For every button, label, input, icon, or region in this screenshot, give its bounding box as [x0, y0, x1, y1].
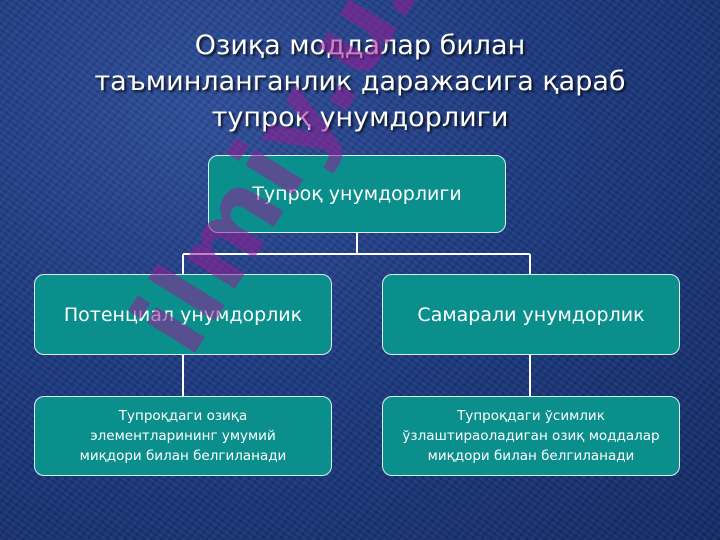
node-soil-fertility-label: Тупроқ унумдорлиги	[252, 183, 462, 205]
node-potential-fertility: Потенциал унумдорлик	[34, 274, 332, 355]
effective-desc-line-3: миқдори билан белгиланади	[427, 448, 635, 464]
effective-desc-line-2: ўзлаштираоладиган озиқ моддалар	[402, 428, 660, 444]
slide-title-line-1: Озиқа моддалар билан	[194, 30, 526, 61]
slide-title-line-3: тупроқ унумдорлиги	[211, 102, 509, 133]
potential-desc-line-1: Тупроқдаги озиқа	[118, 408, 248, 424]
potential-desc-line-3: миқдори билан белгиланади	[79, 448, 287, 464]
effective-desc-line-1: Тупроқдаги ўсимлик	[457, 408, 605, 424]
slide-title-line-2: таъминланганлик даражасига қараб	[94, 66, 626, 97]
node-effective-fertility: Самарали унумдорлик	[382, 274, 680, 355]
node-potential-fertility-label: Потенциал унумдорлик	[63, 303, 303, 326]
slide-title: Озиқа моддалар билан таъминланганлик дар…	[0, 28, 720, 136]
node-effective-fertility-label: Самарали унумдорлик	[417, 303, 645, 326]
node-effective-description: Тупроқдаги ўсимлик ўзлаштираоладиган ози…	[382, 396, 680, 476]
potential-desc-line-2: элементларининг умумий	[90, 428, 276, 444]
node-soil-fertility: Тупроқ унумдорлиги	[208, 155, 506, 233]
node-potential-description: Тупроқдаги озиқа элементларининг умумий …	[34, 396, 332, 476]
